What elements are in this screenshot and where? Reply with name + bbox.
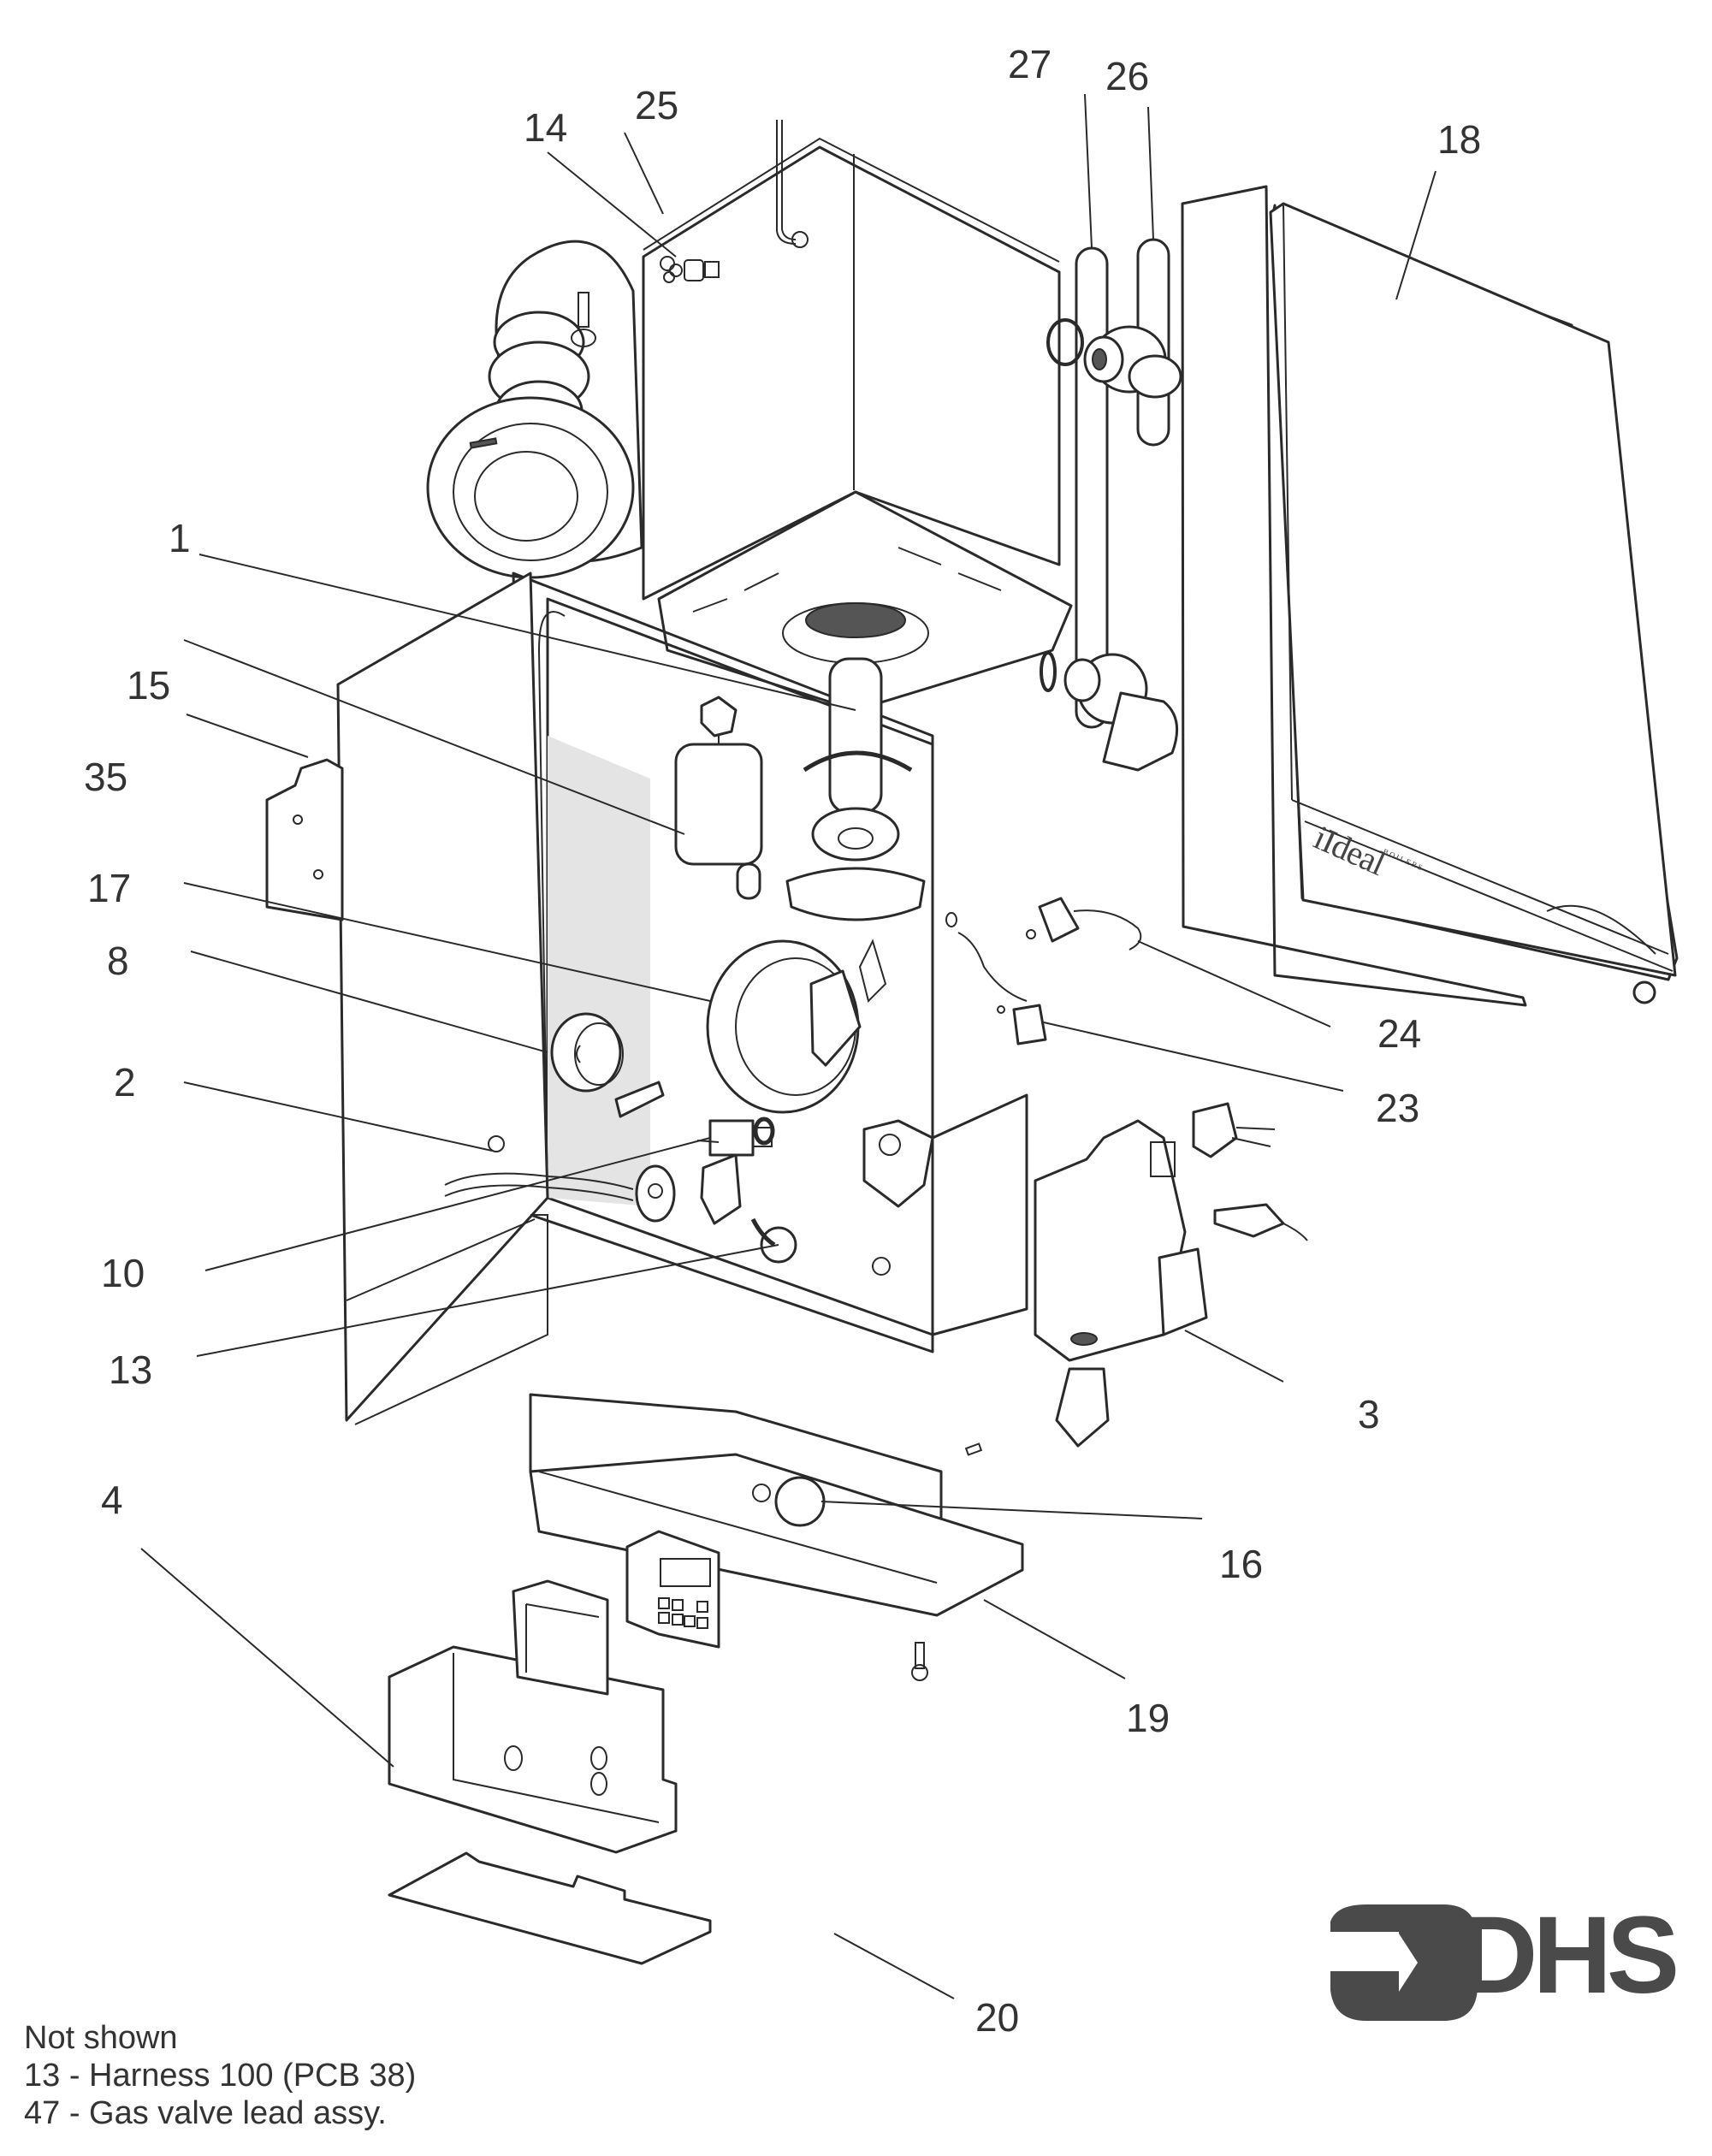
leader-20: [833, 1933, 955, 1999]
leader-27: [1084, 93, 1093, 249]
gas-valve: [1034, 1102, 1308, 1448]
callout-16: 16: [1219, 1542, 1264, 1586]
leader-10b: [346, 1218, 536, 1301]
leader-13: [196, 1244, 779, 1357]
notes-heading: Not shown: [24, 2020, 178, 2056]
callout-18: 18: [1437, 117, 1482, 162]
flue-turret: [426, 240, 643, 579]
burner-tube: [785, 657, 926, 921]
leader-1: [198, 554, 856, 711]
dhs-logo-mark: [1330, 1904, 1478, 2021]
leader-3: [1184, 1330, 1284, 1383]
callout-14: 14: [524, 105, 568, 150]
callout-17: 17: [87, 866, 132, 910]
water-pipes: [1040, 238, 1182, 772]
callout-24: 24: [1377, 1011, 1422, 1056]
callout-10: 10: [101, 1251, 145, 1295]
leader-16: [820, 1501, 1203, 1519]
electrodes: [945, 897, 1142, 1045]
leader-8: [190, 951, 548, 1053]
leader-24: [1137, 940, 1331, 1028]
leader-lines: [140, 93, 1437, 1999]
fan-assembly: [706, 939, 887, 1114]
callout-19: 19: [1126, 1696, 1170, 1740]
pcb-housing: [388, 1579, 678, 1854]
callout-20: 20: [975, 1995, 1020, 2040]
heat-exchanger: [642, 137, 1073, 712]
callout-2: 2: [114, 1060, 136, 1105]
leader-2: [183, 1081, 493, 1152]
screws: [911, 1442, 983, 1681]
gas-pipe-top: [660, 120, 809, 283]
leader-26: [1147, 106, 1154, 240]
pressure-switch: [550, 1012, 665, 1118]
side-casing: [336, 572, 549, 1425]
leader-14: [547, 151, 677, 258]
notes-item: 13 - Harness 100 (PCB 38): [24, 2058, 417, 2094]
callout-3: 3: [1358, 1392, 1380, 1436]
callout-25: 25: [635, 83, 679, 127]
callout-26: 26: [1105, 54, 1150, 98]
valve-bracket: [862, 1093, 1028, 1336]
leader-17: [183, 882, 711, 1002]
notes-item: 47 - Gas valve lead assy.: [24, 2095, 387, 2131]
leader-23: [1043, 1022, 1344, 1092]
leader-4: [140, 1548, 394, 1768]
dhs-logo: DHS: [1315, 1886, 1679, 2018]
callout-4: 4: [101, 1478, 123, 1522]
callout-1: 1: [169, 516, 191, 560]
leader-25: [624, 132, 664, 215]
timer-module: [625, 1530, 720, 1649]
callout-13: 13: [109, 1348, 153, 1392]
callout-27: 27: [1008, 42, 1052, 86]
callout-23: 23: [1376, 1086, 1420, 1130]
leader-19: [983, 1599, 1126, 1679]
wall-bracket: [265, 758, 344, 921]
not-shown-notes: Not shown 13 - Harness 100 (PCB 38) 47 -…: [24, 2019, 416, 2132]
callout-8: 8: [107, 939, 129, 983]
pcb-cover: [388, 1851, 712, 1965]
leader-15: [183, 639, 685, 835]
callout-15: 15: [127, 663, 171, 708]
bottom-tray: [529, 1393, 1024, 1617]
front-panels: [1181, 185, 1679, 1007]
leader-10: [204, 1137, 711, 1271]
leader-18: [1395, 170, 1437, 300]
spark-generator: [674, 696, 763, 900]
callout-35: 35: [84, 755, 128, 799]
leader-35: [186, 714, 309, 758]
dhs-logo-text: DHS: [1459, 1894, 1679, 2017]
